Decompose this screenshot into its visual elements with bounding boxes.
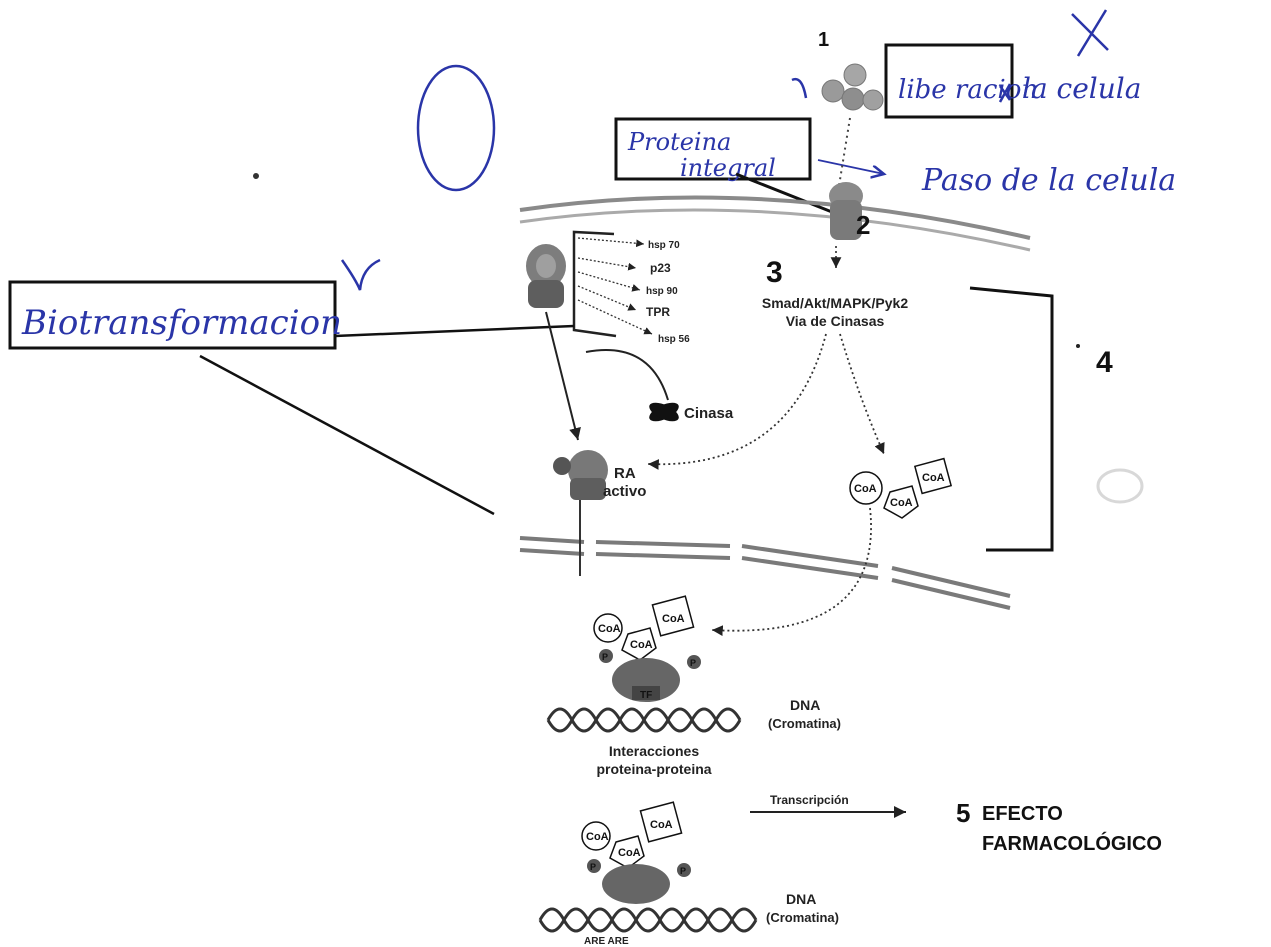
step-5: 5 xyxy=(956,798,970,828)
cinasa-shape xyxy=(647,399,682,425)
step-2: 2 xyxy=(856,210,870,240)
p-label-3: P xyxy=(590,862,596,872)
chaperone-arrows xyxy=(578,238,652,334)
chaperone-1: p23 xyxy=(650,261,671,275)
ra-label: RA xyxy=(614,465,636,482)
chaperone-0: hsp 70 xyxy=(648,240,680,251)
dna-label-1: DNA xyxy=(790,697,820,713)
via-to-ra-dotted xyxy=(648,334,826,464)
coa-label-lower-2: CoA xyxy=(618,847,641,859)
nuclear-membrane xyxy=(520,538,1010,608)
biotransformacion-pointer-1 xyxy=(335,326,574,336)
cromatina-label-2: (Cromatina) xyxy=(766,910,839,925)
bracket-dot xyxy=(1076,344,1080,348)
tf-label: TF xyxy=(640,690,652,701)
cinasa-curve xyxy=(586,350,668,400)
paso-text: Paso de la celula xyxy=(921,163,1176,198)
chaperone-3: TPR xyxy=(646,305,670,319)
via-label: Via de Cinasas xyxy=(786,313,885,329)
check-mark xyxy=(792,79,806,98)
proteina-proteina-label: proteina-proteina xyxy=(596,761,711,777)
ligand-dotted-arrow xyxy=(838,118,850,192)
step-4: 4 xyxy=(1096,346,1113,379)
transcripcion-label: Transcripción xyxy=(770,793,849,807)
coa-label-upper-2: CoA xyxy=(630,639,653,651)
la-celula-text: la celula xyxy=(1022,72,1141,105)
coa-label-3: CoA xyxy=(922,472,945,484)
coa-label-lower-3: CoA xyxy=(650,819,673,831)
biotransformacion-text: Biotransformacion xyxy=(21,303,342,343)
ra-activo-complex xyxy=(553,450,608,500)
biotransformacion-check xyxy=(342,260,380,290)
coa-label-2: CoA xyxy=(890,497,913,509)
integral-text: integral xyxy=(680,154,776,182)
coa-label-lower-1: CoA xyxy=(586,831,609,843)
ligand-spheres xyxy=(822,64,883,110)
farmacologico-label: FARMACOLÓGICO xyxy=(982,831,1162,855)
dna-label-2: DNA xyxy=(786,891,816,907)
step-3: 3 xyxy=(766,256,783,289)
dot-mark xyxy=(253,173,259,179)
are-label: ARE ARE xyxy=(584,936,629,947)
complex-to-ra-arrow xyxy=(546,312,578,440)
dna-helix-upper xyxy=(548,709,740,731)
cell-membrane-inner xyxy=(520,210,1030,250)
coa-label-upper-1: CoA xyxy=(598,623,621,635)
p-label-4: P xyxy=(680,866,686,876)
coa-to-nucleus-dotted xyxy=(712,508,871,631)
coa-label-upper-3: CoA xyxy=(662,613,685,625)
p-label-2: P xyxy=(690,658,696,668)
chaperone-4: hsp 56 xyxy=(658,334,690,345)
cinasa-label: Cinasa xyxy=(684,405,734,422)
via-to-coa-dotted xyxy=(840,334,884,454)
liberacion-text: libe racion xyxy=(898,75,1038,105)
step-1: 1 xyxy=(818,29,829,51)
faint-ring xyxy=(1098,470,1142,502)
biotransformacion-pointer-2 xyxy=(200,356,494,514)
cromatina-label-1: (Cromatina) xyxy=(768,716,841,731)
chaperone-2: hsp 90 xyxy=(646,286,678,297)
paso-arrow xyxy=(818,160,884,174)
x-mark xyxy=(1072,10,1108,56)
step-4-bracket xyxy=(970,288,1052,550)
interacciones-label: Interacciones xyxy=(609,743,699,759)
efecto-label: EFECTO xyxy=(982,803,1063,825)
chaperone-bracket xyxy=(574,232,616,336)
dna-helix-lower xyxy=(540,909,756,931)
activo-label: activo xyxy=(603,483,646,500)
p-label-1: P xyxy=(602,652,608,662)
receptor-complex xyxy=(526,244,566,308)
coa-label-1: CoA xyxy=(854,483,877,495)
proteina-text: Proteina xyxy=(627,128,731,156)
pathway-label: Smad/Akt/MAPK/Pyk2 xyxy=(762,295,908,311)
circle-annotation xyxy=(418,66,494,190)
